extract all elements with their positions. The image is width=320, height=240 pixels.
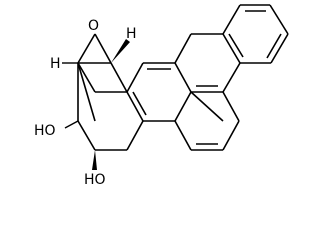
epoxide-ring <box>77 33 128 93</box>
stereo-bonds <box>62 39 130 170</box>
hydrogen-label-top: H <box>126 26 137 42</box>
hydroxyl-label-upper: HO <box>34 123 56 139</box>
hydroxyl-label-lower: HO <box>84 172 106 188</box>
epoxide-oxygen-label: O <box>88 18 99 34</box>
chemical-structure-diagram: O H H HO HO <box>34 4 289 188</box>
phenanthrene-ring-bonds <box>77 4 289 151</box>
hydrogen-label-left: H <box>50 56 61 72</box>
